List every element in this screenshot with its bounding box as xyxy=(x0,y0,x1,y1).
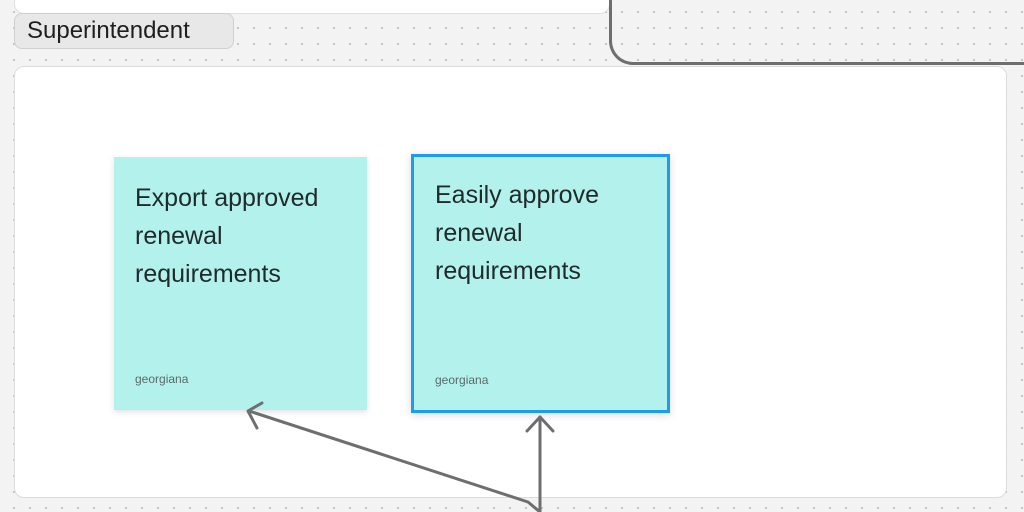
section-label[interactable]: Superintendent xyxy=(14,13,234,49)
sticky-note-author: georgiana xyxy=(135,372,189,386)
connector-line-top-right[interactable] xyxy=(609,0,1024,65)
sticky-note-text: Easily approve renewal requirements xyxy=(435,181,599,285)
sticky-note-text: Export approved renewal requirements xyxy=(135,184,319,288)
sticky-note-author: georgiana xyxy=(435,373,489,387)
sticky-note-approve[interactable]: Easily approve renewal requirements geor… xyxy=(411,154,670,413)
section-top-left[interactable] xyxy=(14,0,610,14)
sticky-note-export[interactable]: Export approved renewal requirements geo… xyxy=(114,157,367,410)
